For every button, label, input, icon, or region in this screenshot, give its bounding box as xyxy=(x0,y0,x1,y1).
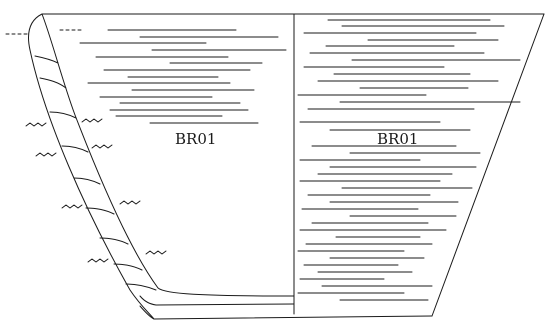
left-wall-inner-edge xyxy=(41,13,295,297)
left-wall-outer-edge xyxy=(28,13,155,320)
section-label-left: BR01 xyxy=(175,130,217,148)
wave-symbol xyxy=(25,122,47,127)
wave-symbol xyxy=(145,250,167,255)
bottom-inner-rim xyxy=(139,295,295,306)
vessel-outline xyxy=(41,13,545,320)
band-divider xyxy=(73,177,101,185)
foot-curve xyxy=(139,305,155,320)
band-divider xyxy=(85,207,115,215)
band-divider xyxy=(61,145,89,153)
bottom-line xyxy=(153,315,433,320)
left-fill-lines xyxy=(79,29,287,124)
band-divider xyxy=(49,111,77,119)
wave-symbol xyxy=(61,204,83,209)
wave-symbol xyxy=(81,118,103,123)
wave-symbol xyxy=(91,144,113,149)
water-waves xyxy=(25,118,167,263)
right-wall-line xyxy=(431,13,545,317)
band-divider xyxy=(99,237,129,245)
wave-symbol xyxy=(119,200,141,205)
band-divider xyxy=(113,263,143,271)
wave-symbol xyxy=(35,152,57,157)
section-label-right: BR01 xyxy=(377,130,419,148)
band-divider xyxy=(39,77,67,89)
band-divider xyxy=(125,283,157,291)
wave-symbol xyxy=(87,258,109,263)
right-fill-lines xyxy=(297,19,521,301)
left-wall-band xyxy=(28,13,295,320)
water-level-marker xyxy=(5,29,83,35)
band-divider xyxy=(34,55,59,64)
